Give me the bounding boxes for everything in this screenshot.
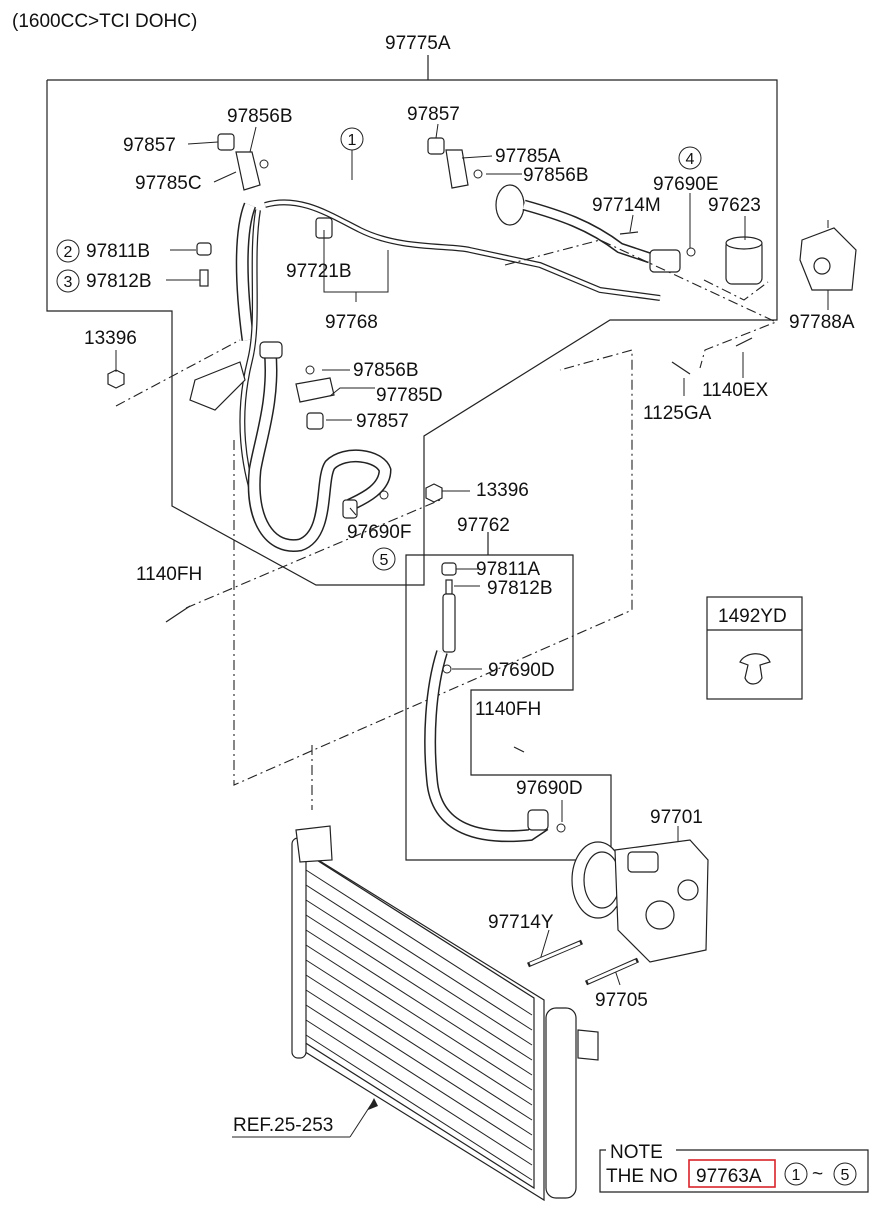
callout-3[interactable]: 3	[56, 269, 80, 293]
condenser-fin	[305, 1004, 533, 1151]
discharge-hose[interactable]	[189, 341, 392, 552]
highlight-box	[688, 1159, 776, 1188]
label-97856B[interactable]: 97856B	[227, 106, 293, 127]
engine-spec-title: (1600CC>TCI DOHC)	[12, 11, 197, 32]
label-97768[interactable]: 97768	[325, 312, 378, 333]
label-97785D[interactable]: 97785D	[376, 385, 443, 406]
o-ring-icon	[217, 133, 696, 833]
condenser-fin	[305, 989, 533, 1136]
compressor[interactable]	[571, 839, 709, 963]
condenser-fin	[305, 884, 533, 1031]
condenser-fin	[305, 869, 533, 1016]
label-97785C[interactable]: 97785C	[135, 173, 202, 194]
liquid-line[interactable]	[239, 199, 661, 501]
label-1125GA[interactable]: 1125GA	[643, 403, 712, 424]
part-box-1492YD[interactable]: 1492YD	[706, 596, 803, 700]
label-97762[interactable]: 97762	[457, 515, 510, 536]
label-97856B[interactable]: 97856B	[353, 360, 419, 381]
condenser-fin	[305, 914, 533, 1061]
label-1492YD: 1492YD	[718, 606, 787, 627]
callout-number: 3	[64, 274, 73, 291]
suction-hose[interactable]	[235, 164, 681, 341]
label-97701[interactable]: 97701	[650, 807, 703, 828]
label-97785A[interactable]: 97785A	[495, 146, 561, 167]
condenser-fin	[305, 974, 533, 1121]
label-97714M[interactable]: 97714M	[592, 195, 661, 216]
label-13396[interactable]: 13396	[84, 328, 137, 349]
label-97690E[interactable]: 97690E	[653, 174, 719, 195]
part-labels[interactable]: 97857 97856B 97785C 97857 97785A 97856B …	[84, 104, 855, 1011]
condenser-fin	[305, 1019, 533, 1166]
label-1140EX[interactable]: 1140EX	[702, 380, 769, 401]
clip-fastener-icon	[739, 653, 771, 685]
condenser-fin	[305, 1034, 533, 1181]
label-1140FH[interactable]: 1140FH	[136, 564, 202, 585]
note-prefix: THE NO	[606, 1166, 678, 1187]
callout-4[interactable]: 4	[678, 146, 702, 170]
label-97857[interactable]: 97857	[123, 135, 176, 156]
label-97811A[interactable]: 97811A	[476, 559, 540, 580]
note-range-sep: ~	[812, 1164, 823, 1185]
label-97714Y[interactable]: 97714Y	[488, 912, 554, 933]
label-97775A[interactable]: 97775A	[385, 33, 451, 54]
label-97812B[interactable]: 97812B	[487, 578, 553, 599]
callout-number: 1	[348, 132, 357, 149]
note-title: NOTE	[610, 1142, 663, 1163]
condenser-fin	[305, 959, 533, 1106]
condenser-fin	[305, 944, 533, 1091]
callout-number: 2	[64, 244, 73, 261]
callout-1[interactable]: 1	[340, 127, 364, 151]
note-highlighted-part[interactable]: 97763A	[696, 1166, 762, 1187]
label-ref[interactable]: REF.25-253	[233, 1115, 333, 1136]
label-97623[interactable]: 97623	[708, 195, 761, 216]
label-97811B[interactable]: 97811B	[86, 241, 150, 262]
receiver-drier[interactable]	[725, 236, 763, 285]
assembly-frame	[46, 79, 778, 586]
note-range-start: 1	[792, 1167, 801, 1184]
label-97788A[interactable]: 97788A	[789, 312, 855, 333]
callout-number: 5	[380, 552, 389, 569]
bolt-icon	[527, 939, 640, 986]
label-97690D[interactable]: 97690D	[488, 660, 555, 681]
label-97857[interactable]: 97857	[407, 104, 460, 125]
leader-lines	[115, 123, 829, 986]
callout-5[interactable]: 5	[372, 547, 396, 571]
label-97690F[interactable]: 97690F	[347, 522, 411, 543]
dash-dot-leaders	[115, 239, 778, 810]
label-1140FH[interactable]: 1140FH	[475, 699, 541, 720]
label-97857[interactable]: 97857	[356, 411, 409, 432]
hose-group-frame	[405, 532, 612, 861]
condenser-fin	[305, 929, 533, 1076]
label-97690D[interactable]: 97690D	[516, 778, 583, 799]
label-97705[interactable]: 97705	[595, 990, 648, 1011]
discharge-line[interactable]	[424, 593, 549, 843]
note-box: NOTE THE NO 97763A 1 ~ 5	[599, 1142, 869, 1193]
label-13396[interactable]: 13396	[476, 480, 529, 501]
label-97856B[interactable]: 97856B	[523, 165, 589, 186]
drier-bracket[interactable]	[799, 227, 857, 291]
clip-icon	[235, 149, 483, 403]
callout-number: 4	[686, 151, 695, 168]
condenser[interactable]	[291, 825, 599, 1202]
condenser-fin	[305, 899, 533, 1046]
note-range-end: 5	[841, 1167, 850, 1184]
nut-icon	[107, 369, 443, 503]
bolt-icon	[165, 231, 753, 753]
callout-2[interactable]: 2	[56, 239, 80, 263]
label-97721B[interactable]: 97721B	[286, 261, 352, 282]
label-97812B[interactable]: 97812B	[86, 271, 152, 292]
